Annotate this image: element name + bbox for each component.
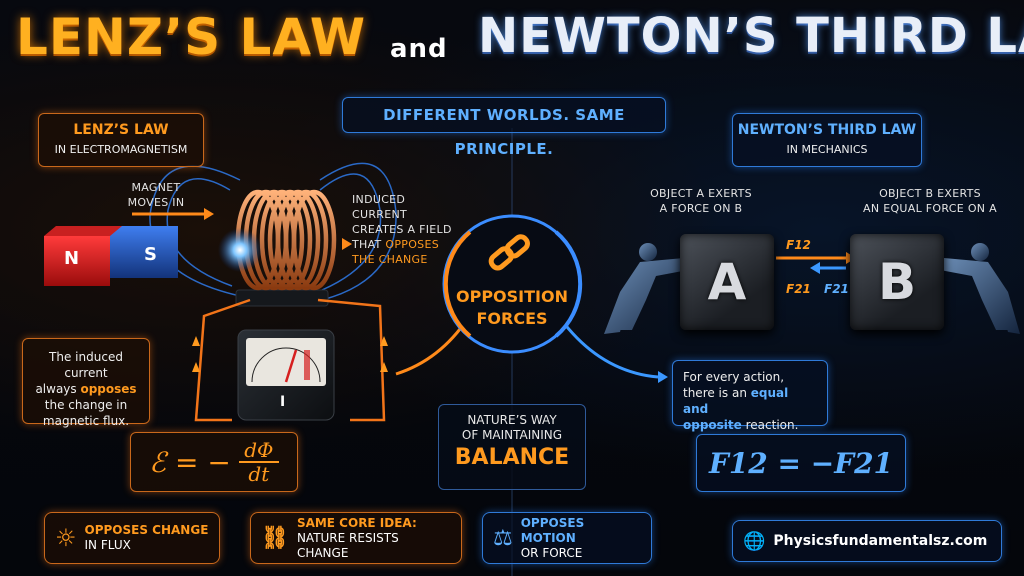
newton-heading-box: NEWTON’S THIRD LAW IN MECHANICS [732,113,922,167]
force-f21-label-a: F21 [786,282,811,296]
object-a-label: OBJECT A EXERTS A FORCE ON B [636,186,766,216]
ammeter-icon [237,329,335,421]
sun-icon: ☼ [55,523,77,552]
site-url[interactable]: Physicsfundamentalsz.com [773,532,988,549]
chip2-line1: SAME CORE IDEA: [296,515,417,530]
magnet-icon [44,226,178,286]
title-left: LENZ’S LAW [16,8,366,66]
magnet-label-line2: MOVES IN [127,196,185,209]
chip3-line1: OPPOSES MOTION [520,515,585,545]
balance-line1: NATURE’S WAY [467,413,557,427]
pole-s: S [144,244,157,265]
induced-line3-pre: THAT [352,238,386,251]
balance-line2: OF MAINTAINING [461,428,563,442]
coil-icon [218,189,337,307]
newton-explain-line2-pre: there is an [683,386,751,400]
lenz-explain-line3: the change in [44,398,128,412]
force-f21-label-b: F21 [824,282,849,296]
subtitle-banner: DIFFERENT WORLDS. SAME PRINCIPLE. [342,97,666,158]
newton-explain-line3-hl: opposite [683,418,742,432]
newton-explanation-box: For every action, there is an equal and … [672,360,828,432]
object-b-line1: OBJECT B EXERTS [879,187,981,200]
lenz-explain-line2-hl: opposes [80,382,137,396]
induced-line1: INDUCED CURRENT [352,193,408,221]
induced-line2: CREATES A FIELD [352,223,452,236]
balance-box: NATURE’S WAY OF MAINTAINING BALANCE [438,404,586,490]
lenz-heading: LENZ’S LAW [73,122,169,138]
footer-chip-core-idea: ⛓ SAME CORE IDEA:NATURE RESISTS CHANGE [250,512,462,564]
formula-fraction: dΦ dt [238,438,279,485]
lenz-subheading: IN ELECTROMAGNETISM [54,143,188,156]
circle-text-line1: OPPOSITION [456,287,568,306]
lenz-explain-line4: magnetic flux. [42,414,130,428]
center-arrow-right [558,317,659,379]
lenz-explanation-box: The induced current always opposes the c… [22,338,150,428]
lenz-formula: ℰ = − dΦ dt [130,432,298,492]
formula-denominator: dt [238,461,279,485]
chip3-line2: OR FORCE [520,545,583,560]
circle-text: OPPOSITION FORCES [444,286,580,330]
magnet-label-line1: MAGNET [131,181,181,194]
chip1-line1: OPPOSES CHANGE [84,523,209,537]
robot-figure-icon [604,243,688,334]
robot-figure-icon [940,243,1020,334]
object-b-label: OBJECT B EXERTS AN EQUAL FORCE ON A [860,186,1000,216]
formula-lhs: ℰ = − [149,445,231,479]
title-right: NEWTON’S THIRD LAW [478,8,1024,64]
chain-link-icon [488,234,530,271]
formula-numerator: dΦ [244,438,274,462]
newton-explain-line1: For every action, [683,370,785,384]
chip2-line2: NATURE RESISTS CHANGE [296,530,399,560]
induced-line3-highlight: OPPOSES [385,238,439,251]
induced-current-label: INDUCED CURRENT CREATES A FIELD THAT OPP… [352,192,452,267]
newton-subheading: IN MECHANICS [786,143,868,156]
object-a-line2: A FORCE ON B [659,202,743,215]
lenz-heading-box: LENZ’S LAW IN ELECTROMAGNETISM [38,113,204,167]
magnet-label: MAGNET MOVES IN [120,180,192,210]
ammeter-label: I [280,394,286,410]
chip1-line2: IN FLUX [84,538,131,552]
object-a-line1: OBJECT A EXERTS [650,187,752,200]
globe-icon: 🌐 [743,530,766,552]
chain-link-icon: ⛓ [261,525,289,551]
pole-n: N [64,248,80,269]
lenz-explain-line2-pre: always [35,382,81,396]
balance-line3: BALANCE [454,445,570,470]
lenz-explain-line1: The induced current [49,350,123,380]
title-and: and [390,34,448,64]
footer-site-link[interactable]: 🌐 Physicsfundamentalsz.com [732,520,1002,562]
cube-a: A [680,234,774,330]
cube-b: B [850,234,944,330]
circle-text-line2: FORCES [476,309,548,328]
object-b-line2: AN EQUAL FORCE ON A [863,202,997,215]
opposition-circle [442,214,583,354]
induced-line4: THE CHANGE [352,253,428,266]
scale-balance-icon: ⚖ [493,525,513,551]
newton-formula: F12 = −F21 [696,434,906,492]
newton-heading: NEWTON’S THIRD LAW [737,122,917,138]
newton-explain-line3-post: reaction. [741,418,799,432]
force-f12-label: F12 [786,238,811,252]
newton-explain-line2-hl: equal and [683,386,789,416]
